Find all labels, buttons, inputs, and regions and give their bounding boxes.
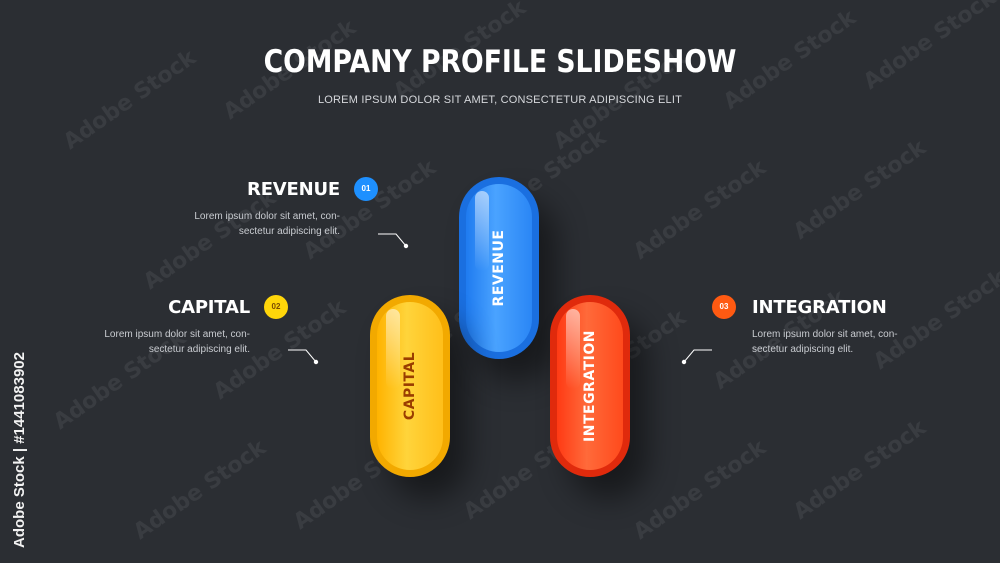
capital-description: Lorem ipsum dolor sit amet, con- sectetu… — [60, 327, 250, 357]
capital-description-line2: sectetur adipiscing elit. — [60, 342, 250, 357]
capital-pill: CAPITAL — [370, 295, 450, 477]
page-subtitle: LOREM IPSUM DOLOR SIT AMET, CONSECTETUR … — [0, 94, 1000, 106]
capital-description-line1: Lorem ipsum dolor sit amet, con- — [60, 327, 250, 342]
revenue-number-badge: 01 — [354, 177, 378, 201]
capital-pill-label: CAPITAL — [402, 352, 418, 420]
integration-heading: INTEGRATION — [752, 297, 932, 318]
svg-text:Adobe Stock: Adobe Stock — [629, 155, 772, 265]
integration-pill: INTEGRATION — [550, 295, 630, 477]
page-title: COMPANY PROFILE SLIDESHOW — [70, 44, 930, 80]
integration-description: Lorem ipsum dolor sit amet, con- sectetu… — [752, 327, 952, 357]
integration-number-badge: 03 — [712, 295, 736, 319]
integration-connector — [678, 346, 714, 368]
capital-connector — [286, 346, 322, 368]
integration-pill-label: INTEGRATION — [582, 330, 598, 442]
stock-id-watermark: Adobe Stock | #1441083902 — [11, 352, 28, 548]
revenue-description-line1: Lorem ipsum dolor sit amet, con- — [150, 209, 340, 224]
revenue-heading: REVENUE — [200, 179, 340, 200]
capital-number-badge: 02 — [264, 295, 288, 319]
revenue-description: Lorem ipsum dolor sit amet, con- sectetu… — [150, 209, 340, 239]
capital-heading: CAPITAL — [120, 297, 250, 318]
integration-description-line1: Lorem ipsum dolor sit amet, con- — [752, 327, 952, 342]
revenue-pill-label: REVENUE — [491, 230, 507, 307]
revenue-description-line2: sectetur adipiscing elit. — [150, 224, 340, 239]
svg-text:Adobe Stock: Adobe Stock — [129, 435, 272, 545]
revenue-pill: REVENUE — [459, 177, 539, 359]
svg-text:Adobe Stock: Adobe Stock — [789, 135, 932, 245]
svg-text:Adobe Stock: Adobe Stock — [789, 415, 932, 525]
svg-text:Adobe Stock: Adobe Stock — [869, 265, 1000, 375]
integration-description-line2: sectetur adipiscing elit. — [752, 342, 952, 357]
svg-text:Adobe Stock: Adobe Stock — [139, 185, 282, 295]
revenue-connector — [376, 230, 412, 252]
svg-text:Adobe Stock: Adobe Stock — [629, 435, 772, 545]
